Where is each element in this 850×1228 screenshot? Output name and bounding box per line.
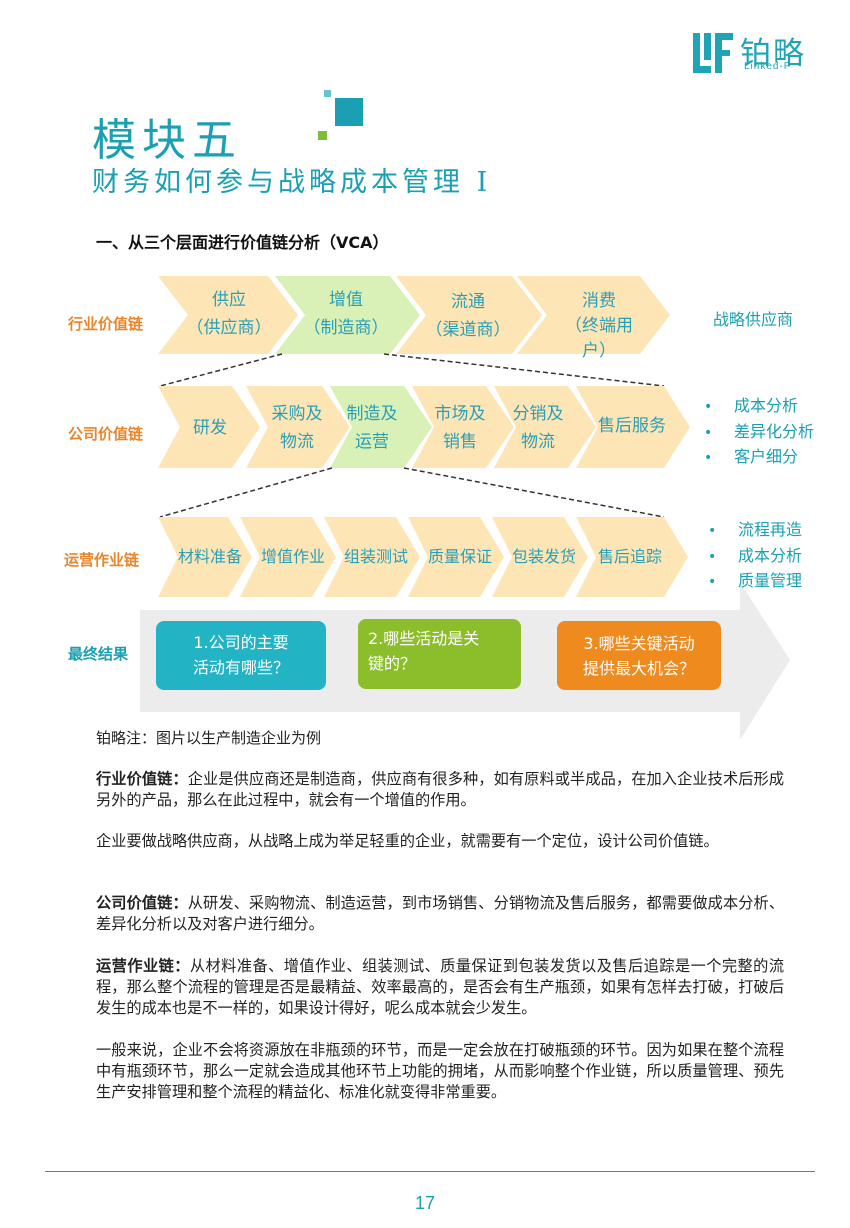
decor-square-green (318, 131, 327, 140)
ops-chevron-1 (158, 517, 252, 597)
ops-side-item: 流程再造 (704, 518, 802, 544)
row-label-company: 公司价值链 (68, 425, 144, 443)
decor-square-teal (335, 98, 363, 126)
company-item-after-sales: 售后服务 (598, 416, 666, 436)
page-number: 17 (414, 1193, 436, 1213)
industry-item-consumption: 消费（终端用户） (565, 291, 633, 361)
company-item-marketing: 市场及销售 (434, 404, 486, 452)
company-item-distribution: 分销及物流 (512, 404, 564, 452)
footer-divider (45, 1171, 815, 1172)
linked-f-logo-icon (693, 33, 733, 73)
company-side-list: 成本分析 差异化分析 客户细分 (704, 394, 814, 471)
industry-chevron-3 (396, 276, 542, 354)
ops-item-materials: 材料准备 (177, 547, 242, 566)
ops-side-list: 流程再造 成本分析 质量管理 (704, 518, 802, 595)
ops-chevron-4 (408, 517, 504, 597)
company-item-manufacturing: 制造及运营 (346, 404, 398, 452)
ops-chevron-2 (240, 517, 336, 597)
industry-chevron-1 (158, 276, 298, 354)
company-chevron-2 (246, 386, 350, 468)
paragraph-operations: 运营作业链：从材料准备、增值作业、组装测试、质量保证到包装发货以及售后追踪是一个… (96, 957, 785, 1017)
company-item-procurement: 采购及物流 (271, 404, 323, 452)
ops-item-quality: 质量保证 (427, 547, 492, 566)
row-label-operations: 运营作业链 (64, 551, 140, 569)
industry-chevron-2-highlight (275, 276, 420, 354)
module-title: 模块五 (92, 115, 242, 166)
ops-chevron-6 (576, 517, 688, 597)
section-heading: 一、从三个层面进行价值链分析（VCA） (96, 233, 389, 252)
paragraph-bottleneck: 一般来说，企业不会将资源放在非瓶颈的环节，而是一定会放在打破瓶颈的环节。因为如果… (96, 1041, 784, 1101)
company-chevron-1 (158, 386, 260, 468)
company-chevron-5 (494, 386, 596, 468)
result-box-main-activities: 1.公司的主要活动有哪些？ (156, 621, 326, 690)
row-label-industry: 行业价值链 (68, 315, 144, 333)
ops-chevron-5 (492, 517, 588, 597)
ops-item-value-add: 增值作业 (260, 547, 325, 566)
industry-item-value-add: 增值（制造商） (303, 290, 389, 338)
row-label-final: 最终结果 (68, 645, 129, 663)
industry-chevron-4 (517, 276, 670, 354)
company-side-item: 成本分析 (704, 394, 814, 420)
ops-item-packaging: 包装发货 (511, 547, 576, 566)
ops-side-item: 成本分析 (704, 544, 802, 570)
ops-side-item: 质量管理 (704, 569, 802, 595)
paragraph-company: 公司价值链：从研发、采购物流、制造运营，到市场销售、分销物流及售后服务，都需要做… (96, 894, 785, 933)
result-box-key-activities: 2.哪些活动是关键的？ (358, 619, 521, 689)
paragraph-strategy: 企业要做战略供应商，从战略上成为举足轻重的企业，就需要有一个定位，设计公司价值链… (96, 832, 719, 850)
figure-note: 铂略注：图片以生产制造企业为例 (96, 729, 322, 747)
company-side-item: 差异化分析 (704, 420, 814, 446)
company-item-rd: 研发 (193, 418, 227, 438)
logo-subtext: Linked-F (744, 61, 791, 72)
ops-item-tracking: 售后追踪 (597, 547, 662, 566)
result-box-opportunities: 3.哪些关键活动提供最大机会？ (557, 621, 721, 690)
paragraph-industry: 行业价值链：企业是供应商还是制造商，供应商有很多种，如有原料或半成品，在加入企业… (96, 770, 785, 809)
company-chevron-4 (412, 386, 514, 468)
decor-square-small-teal (324, 90, 331, 97)
ops-item-assembly: 组装测试 (343, 547, 408, 566)
company-chevron-3-highlight (330, 386, 432, 468)
logo-text: 铂略 (740, 36, 806, 72)
industry-item-distribution: 流通（渠道商） (425, 292, 511, 340)
industry-side-text: 战略供应商 (713, 310, 794, 329)
company-side-item: 客户细分 (704, 445, 814, 471)
module-subtitle: 财务如何参与战略成本管理 I (92, 167, 492, 198)
ops-chevron-3 (324, 517, 420, 597)
company-chevron-6 (576, 386, 690, 468)
industry-item-supply: 供应（供应商） (186, 290, 272, 338)
